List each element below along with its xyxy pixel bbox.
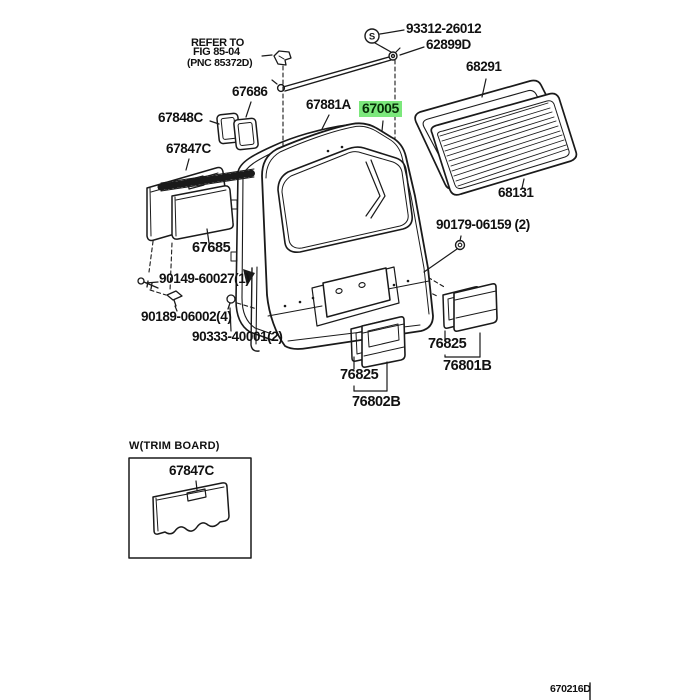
protector-strip [157, 168, 258, 192]
leader-lines [145, 29, 525, 392]
inset-box [128, 457, 252, 559]
nut-90179 [454, 239, 466, 251]
part-label-62899d: 62899D [426, 37, 471, 52]
part-label-76802b: 76802B [352, 394, 401, 410]
defroster-lines [439, 102, 569, 187]
screw-symbol-93312 [364, 28, 380, 44]
plate-76801b [453, 283, 498, 332]
part-label-90149-60027: 90149-60027(1) [159, 271, 250, 286]
screw-90149 [137, 277, 159, 290]
part-label-76825-right: 76825 [428, 336, 467, 352]
part-label-67848c: 67848C [158, 110, 203, 125]
note-refer-line3: (PNC 85372D) [187, 57, 253, 69]
part-label-90179-06159: 90179-06159 (2) [436, 217, 530, 232]
part-label-67881a: 67881A [306, 97, 351, 112]
part-label-93312-26012: 93312-26012 [406, 21, 482, 36]
part-label-67686: 67686 [232, 84, 268, 99]
part-label-68291: 68291 [466, 59, 502, 74]
location-arrow-icon [243, 269, 255, 286]
part-label-76825-center: 76825 [340, 367, 379, 383]
part-label-67847c: 67847C [166, 141, 211, 156]
back-door-panel-67005 [261, 122, 434, 350]
part-label-90189-06002: 90189-06002(4) [141, 309, 232, 324]
inset-title: W(TRIM BOARD) [129, 440, 220, 452]
note-refer-line1: REFER TO [191, 37, 245, 49]
part-label-67005-highlighted: 67005 [359, 101, 402, 117]
part-label-76801b: 76801B [443, 358, 492, 374]
door-edge-strip [243, 266, 260, 352]
pocket-76802b [361, 316, 406, 368]
back-glass-68131 [430, 92, 578, 196]
cushion-67686 [233, 117, 259, 151]
clip-90189 [166, 290, 183, 307]
screw-symbol-letter: S [369, 32, 375, 43]
part-label-68131: 68131 [498, 185, 534, 200]
inset-part-label-67847c: 67847C [169, 463, 214, 478]
note-refer-line2: FIG 85-04 [193, 46, 240, 58]
part-label-67685: 67685 [192, 240, 231, 256]
inset-trim-board-67847c [152, 482, 230, 535]
stay-rod-62899d [271, 47, 401, 93]
trim-board-67685 [171, 185, 234, 240]
pin-90333 [226, 294, 236, 310]
clip-85372d [273, 50, 292, 66]
diagram-code: 670216D [550, 683, 591, 695]
part-label-90333-40001: 90333-40001(2) [192, 329, 283, 344]
